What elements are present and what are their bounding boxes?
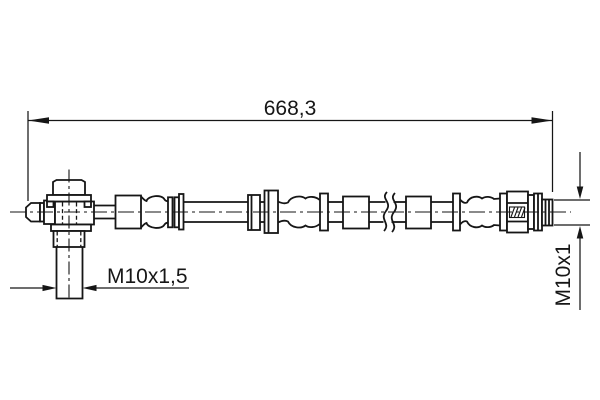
mold-bulge-outline: [277, 219, 320, 229]
centerlines: [10, 169, 571, 300]
bolt-shank: [55, 247, 84, 300]
end-thread-dimension: M10x1: [552, 152, 590, 310]
banjo-thread-dimension: M10x1,5: [10, 265, 189, 292]
arrowhead-up: [576, 226, 584, 239]
length-dimension-label: 668,3: [264, 97, 317, 120]
knurl-hatch-line: [517, 207, 523, 218]
end-thread-label: M10x1: [552, 243, 575, 306]
banjo-lower-flange: [50, 223, 92, 232]
washer-tab-left: [46, 200, 55, 208]
arrowhead-right-pointing: [42, 284, 57, 292]
arrowhead-left: [28, 117, 49, 124]
banjo-thread-label: M10x1,5: [107, 265, 188, 288]
mold-bulge-outline: [140, 221, 169, 229]
mold-bulge-outline: [140, 195, 169, 203]
knurl-hatch-line: [510, 207, 516, 218]
washer-tab-right: [83, 200, 92, 208]
mold-bulge-outline: [277, 195, 320, 205]
length-dimension: 668,3: [27, 97, 554, 201]
arrowhead-left-pointing: [82, 284, 97, 292]
banjo-fitting: [25, 179, 95, 300]
break-symbol-curve: [382, 191, 390, 232]
arrowhead-right: [531, 117, 553, 124]
arrowhead-down: [576, 186, 584, 199]
mold-bulge-outline: [459, 220, 501, 229]
mold-bulge-outline: [459, 195, 501, 204]
mold-ring: [167, 196, 174, 229]
